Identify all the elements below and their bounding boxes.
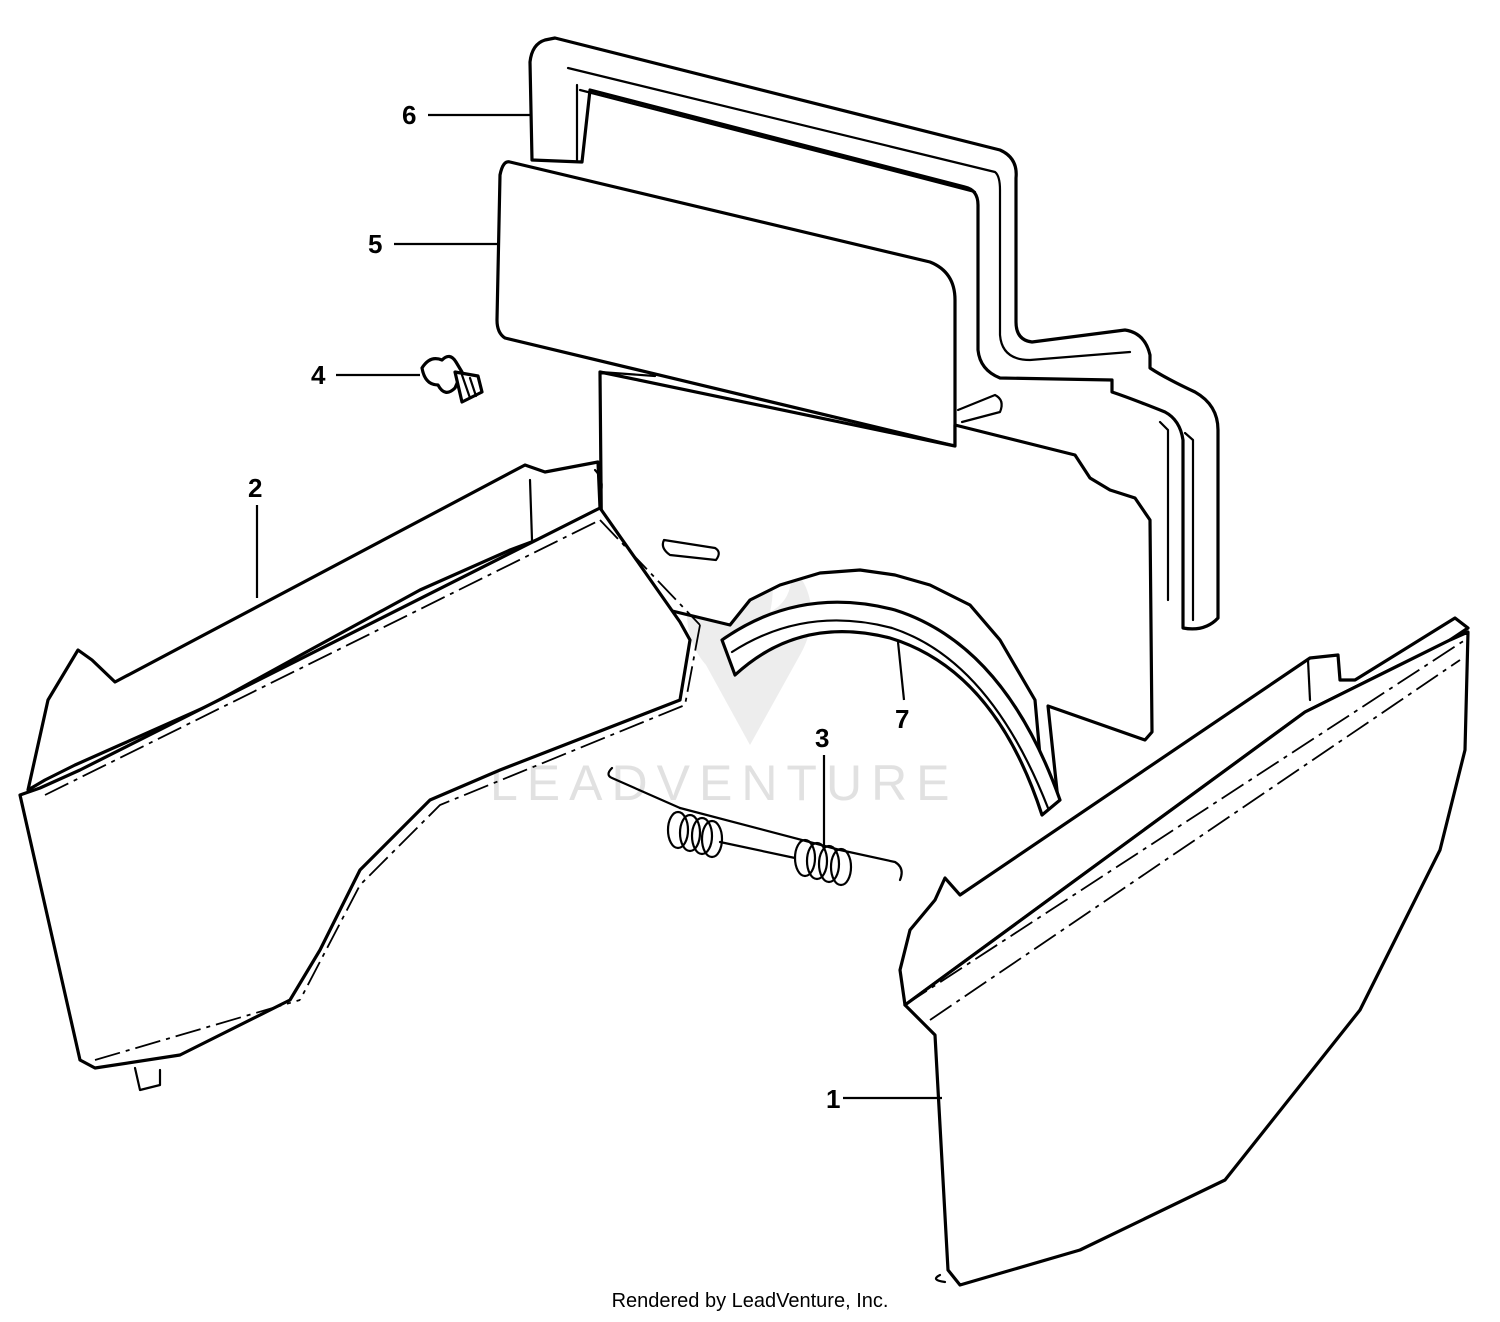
watermark-text: LEADVENTURE <box>490 755 959 811</box>
callout-4-label: 4 <box>311 360 326 390</box>
callout-6: 6 <box>402 100 532 130</box>
callout-2-label: 2 <box>248 473 262 503</box>
part-7-arc-strip <box>720 600 1062 817</box>
render-credit: Rendered by LeadVenture, Inc. <box>611 1290 889 1312</box>
callout-3-label: 3 <box>815 723 829 753</box>
callout-7-label: 7 <box>895 704 909 734</box>
part-3-spring <box>607 766 903 887</box>
callout-6-label: 6 <box>402 100 416 130</box>
callout-5-label: 5 <box>368 229 382 259</box>
part-5-panel <box>495 160 957 448</box>
callout-4: 4 <box>311 360 420 390</box>
callout-3: 3 <box>815 723 829 848</box>
spring-coil-right <box>793 838 853 887</box>
callout-2: 2 <box>248 473 262 598</box>
fender-body <box>598 370 1154 814</box>
spring-coil-left <box>666 810 724 859</box>
callout-7-leader <box>896 641 906 701</box>
part-2-left-panel <box>18 460 701 1092</box>
part-6-frame <box>528 36 1220 631</box>
part-1-right-panel <box>898 616 1470 1287</box>
callout-1: 1 <box>826 1084 942 1114</box>
callout-5: 5 <box>368 229 498 259</box>
part-4-knob <box>420 354 484 404</box>
callout-7: 7 <box>895 641 909 734</box>
callout-1-label: 1 <box>826 1084 840 1114</box>
